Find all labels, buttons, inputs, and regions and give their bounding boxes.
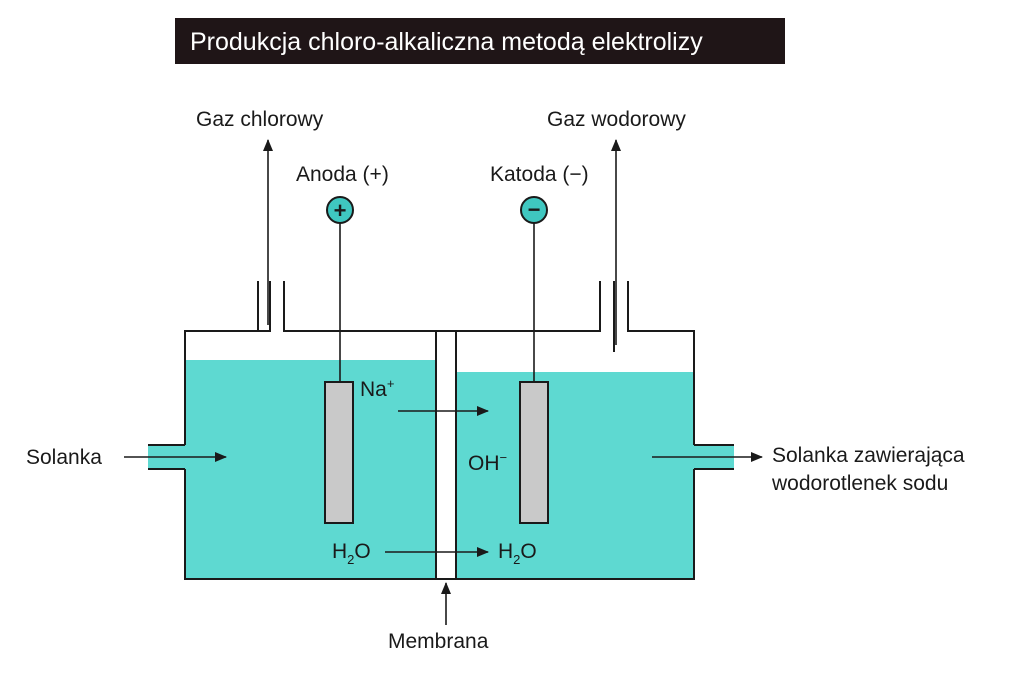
outlet-pipe-outline — [694, 444, 734, 470]
anode-terminal-icon — [326, 196, 354, 224]
cathode-sign: − — [528, 197, 541, 222]
hydroxide-ion-label: OH− — [468, 450, 507, 475]
brine-out-label-line2: wodorotlenek sodu — [771, 472, 948, 495]
hydrogen-gas-label: Gaz wodorowy — [547, 108, 686, 131]
cathode-terminal-icon — [520, 196, 548, 224]
title-banner — [175, 18, 785, 64]
anode-compartment-electrolyte — [185, 360, 436, 579]
anode-sign: + — [334, 198, 347, 223]
cathode-electrode — [519, 381, 549, 524]
membrane-label: Membrana — [388, 630, 489, 653]
cathode-label: Katoda (−) — [490, 163, 589, 186]
chlorine-gas-label: Gaz chlorowy — [196, 108, 324, 131]
sodium-ion-label: Na+ — [360, 376, 394, 401]
cathode-compartment-electrolyte — [456, 372, 694, 579]
water-right-label: H2O — [498, 540, 537, 567]
inlet-pipe-outline — [148, 444, 185, 470]
diagram-title: Produkcja chloro-alkaliczna metodą elekt… — [190, 28, 703, 56]
anode-label: Anoda (+) — [296, 163, 389, 186]
membrane — [435, 330, 457, 580]
anode-electrode — [324, 381, 354, 524]
water-left-label: H2O — [332, 540, 371, 567]
brine-in-label: Solanka — [26, 446, 102, 469]
brine-out-label-line1: Solanka zawierająca — [772, 444, 965, 467]
